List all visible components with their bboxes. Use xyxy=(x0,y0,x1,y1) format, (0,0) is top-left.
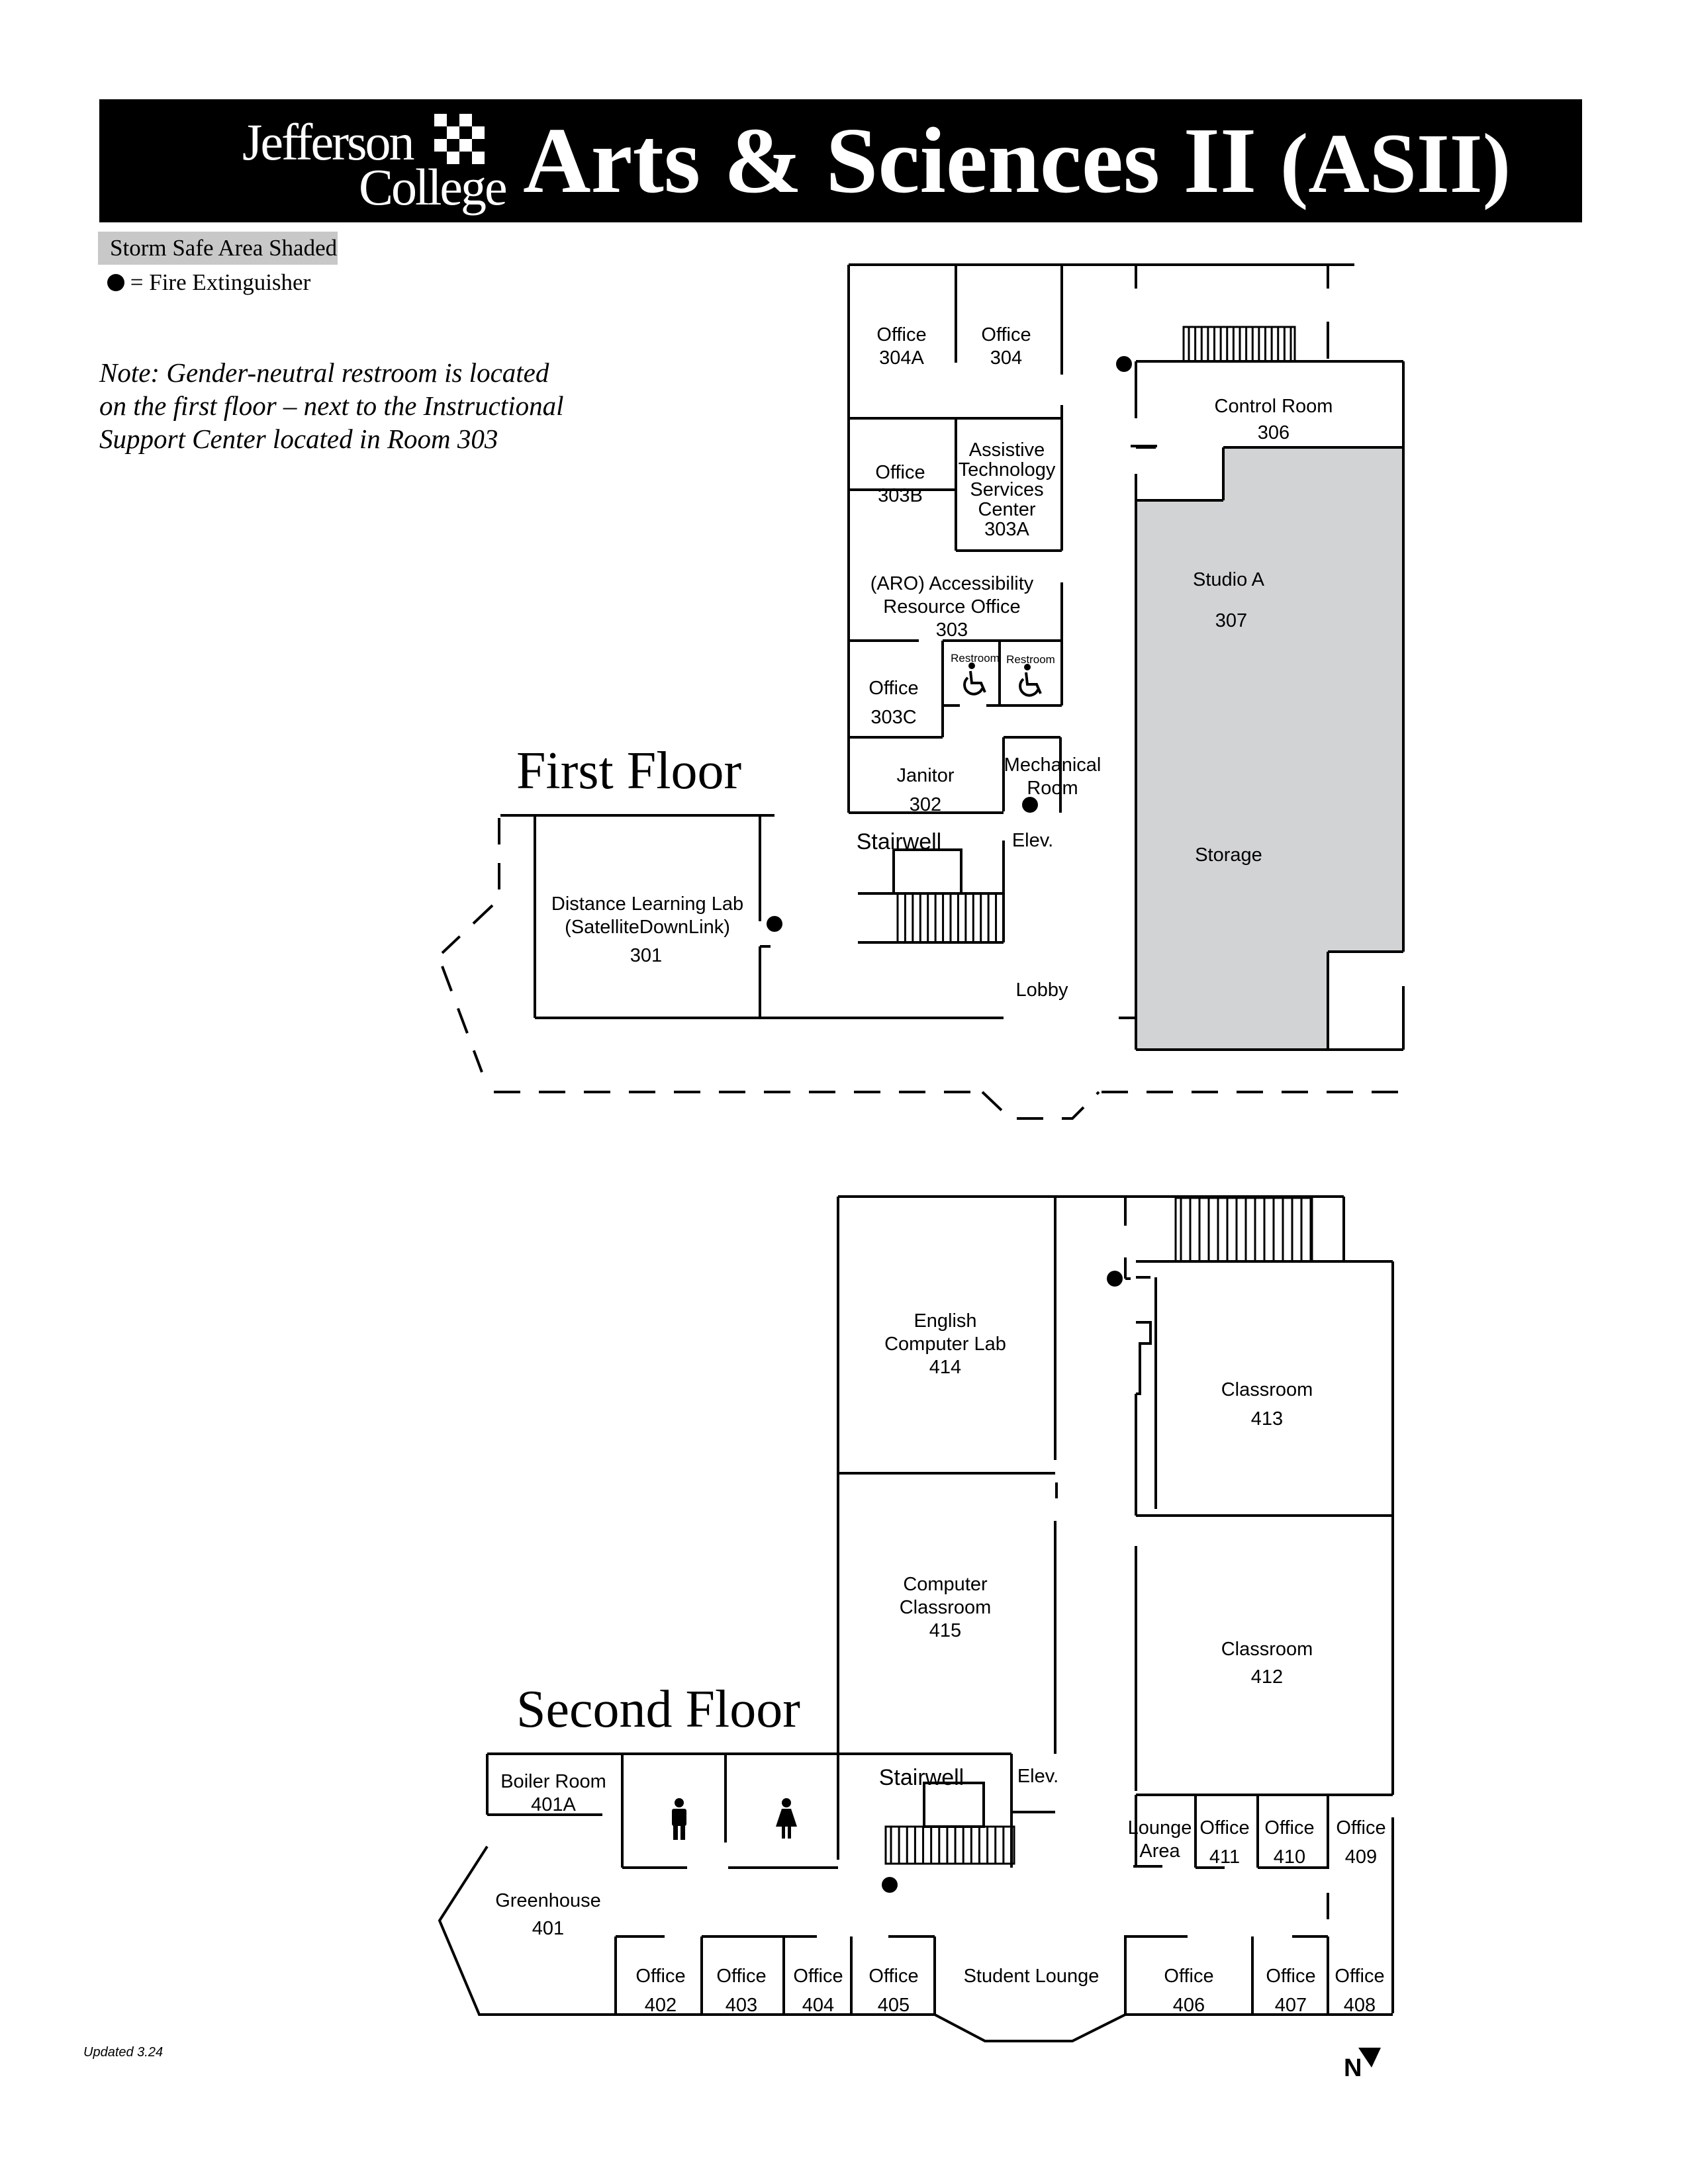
first-floor-room-label: 307 xyxy=(1215,610,1247,631)
second-floor-room-label: 411 xyxy=(1209,1846,1240,1868)
fire-extinguisher-4 xyxy=(1107,1271,1123,1287)
second-floor-room-label: Office xyxy=(1266,1966,1315,1987)
second-floor-room-label: 413 xyxy=(1251,1408,1283,1430)
restroom-label: Restroom xyxy=(1006,653,1055,666)
second-floor-room-label: Office xyxy=(868,1966,918,1987)
second-floor-room-label: Student Lounge xyxy=(964,1966,1100,1987)
second-floor-room-label: 406 xyxy=(1173,1995,1205,2016)
second-floor-room-label: 409 xyxy=(1345,1846,1377,1868)
second-floor-stairs xyxy=(884,1197,1313,1865)
second-floor-room-label: 408 xyxy=(1344,1995,1376,2016)
first-floor-room-label: 302 xyxy=(910,794,941,815)
second-floor-room-label: 404 xyxy=(802,1995,834,2016)
updated-date: Updated 3.24 xyxy=(83,2045,164,2060)
fire-extinguisher-icon xyxy=(107,274,124,291)
wheelchair-icon xyxy=(1019,664,1042,697)
second-floor-room-label: Office xyxy=(1335,1966,1384,1987)
building-name: Arts & Sciences II xyxy=(523,108,1257,212)
checker-logo-icon xyxy=(434,114,485,164)
header-band xyxy=(99,99,1582,222)
second-floor-room-label: Office xyxy=(716,1966,766,1987)
north-label: N xyxy=(1344,2054,1362,2082)
first-floor-room-label: 301 xyxy=(630,945,662,966)
extinguisher-legend: = Fire Extinguisher xyxy=(107,269,310,296)
storm-safe-shading xyxy=(1136,447,1403,1050)
fire-extinguishers xyxy=(767,356,1132,1893)
first-floor-room-label: Studio A xyxy=(1193,569,1265,590)
first-floor-room-label: Janitor xyxy=(896,765,954,786)
first-floor-title: First Floor xyxy=(516,742,742,800)
womens-restroom-icon xyxy=(776,1798,797,1839)
restroom-note: Note: Gender-neutral restroom is located… xyxy=(99,356,602,455)
second-floor-room-label: 402 xyxy=(645,1995,677,2016)
building-abbrev: (ASII) xyxy=(1280,116,1511,210)
restroom-icons xyxy=(672,662,1042,1840)
second-floor-room-label: Classroom xyxy=(1221,1379,1313,1400)
second-floor-room-label: 410 xyxy=(1274,1846,1305,1868)
storm-safe-legend: Storm Safe Area Shaded xyxy=(98,232,338,265)
second-floor-room-label: 405 xyxy=(878,1995,910,2016)
logo-jefferson: Jefferson xyxy=(242,113,414,171)
fire-extinguisher-3 xyxy=(767,916,782,932)
second-floor-title: Second Floor xyxy=(516,1680,800,1739)
second-floor-room-label: Office xyxy=(793,1966,843,1987)
second-floor-room-label: 401 xyxy=(532,1918,564,1939)
first-floor-stairs xyxy=(896,326,1296,942)
second-floor-room-label: Office xyxy=(1264,1817,1314,1839)
first-floor-room-label: Storage xyxy=(1195,844,1262,866)
second-floor-room-label: 412 xyxy=(1251,1666,1283,1688)
restroom-label: Restroom xyxy=(951,652,1000,664)
building-title: Arts & Sciences II (ASII) xyxy=(523,106,1511,214)
first-floor-room-label: Stairwell xyxy=(857,829,941,854)
north-arrow-icon xyxy=(1358,2048,1381,2068)
first-floor-room-label: 303C xyxy=(870,707,916,728)
fire-extinguisher-2 xyxy=(1022,797,1038,813)
note-line: on the first floor – next to the Instruc… xyxy=(99,390,564,421)
first-floor-room-label: 306 xyxy=(1258,422,1289,443)
second-floor-room-label: Elev. xyxy=(1017,1766,1058,1787)
second-floor-room-label: 407 xyxy=(1275,1995,1307,2016)
first-floor-room-label: Lobby xyxy=(1015,979,1068,1001)
wheelchair-icon xyxy=(963,662,986,696)
first-floor-room-label: Distance Learning Lab(SatelliteDownLink) xyxy=(551,893,743,938)
first-floor-room-label: Control Room xyxy=(1215,396,1333,417)
second-floor-room-label: Greenhouse xyxy=(495,1890,601,1911)
second-floor-room-label: 403 xyxy=(726,1995,757,2016)
first-floor-room-label: Office xyxy=(868,678,918,699)
second-floor-room-label: Office xyxy=(1336,1817,1385,1839)
fire-extinguisher-5 xyxy=(882,1877,898,1893)
second-floor-room-label: Stairwell xyxy=(879,1765,964,1790)
second-floor-room-label: Office xyxy=(1199,1817,1249,1839)
first-floor-room-label: Elev. xyxy=(1012,830,1053,851)
fire-extinguisher-1 xyxy=(1116,356,1132,372)
first-floor-dashed-exterior xyxy=(441,445,1406,1120)
logo-college: College xyxy=(359,158,508,216)
second-floor-room-label: Office xyxy=(1164,1966,1213,1987)
second-floor-room-label: Office xyxy=(635,1966,685,1987)
note-line: Support Center located in Room 303 xyxy=(99,424,498,454)
second-floor-room-label: Classroom xyxy=(1221,1639,1313,1660)
note-line: Note: Gender-neutral restroom is located xyxy=(99,357,549,388)
second-floor-walls xyxy=(438,1195,1394,2042)
mens-restroom-icon xyxy=(672,1798,686,1840)
extinguisher-legend-label: = Fire Extinguisher xyxy=(130,269,311,295)
